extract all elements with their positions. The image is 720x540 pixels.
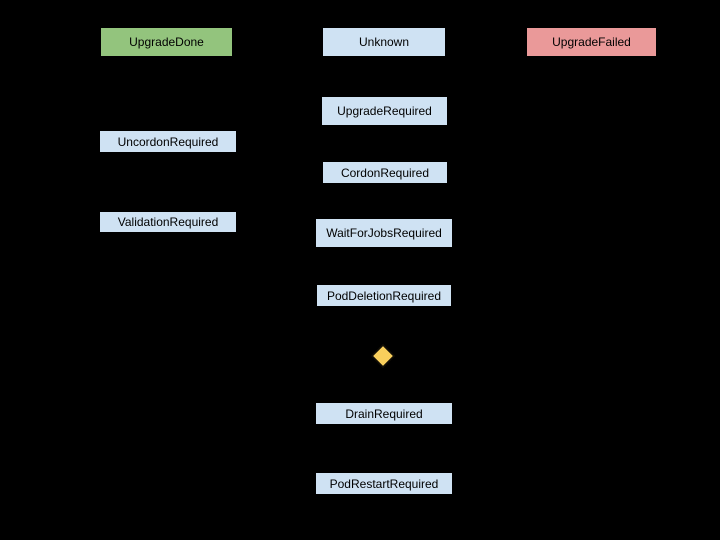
state-node-unknown: Unknown [322,27,446,57]
state-node-drain-required: DrainRequired [315,402,453,425]
decision-diamond-icon [371,344,395,368]
state-node-validation-required: ValidationRequired [99,211,237,233]
state-node-pod-restart-required: PodRestartRequired [315,472,453,495]
state-node-wait-for-jobs-required: WaitForJobsRequired [315,218,453,248]
state-node-pod-deletion-required: PodDeletionRequired [316,284,452,307]
state-node-cordon-required: CordonRequired [322,161,448,184]
state-node-upgrade-failed: UpgradeFailed [526,27,657,57]
state-node-upgrade-required: UpgradeRequired [321,96,448,126]
state-node-uncordon-required: UncordonRequired [99,130,237,153]
state-node-upgrade-done: UpgradeDone [100,27,233,57]
